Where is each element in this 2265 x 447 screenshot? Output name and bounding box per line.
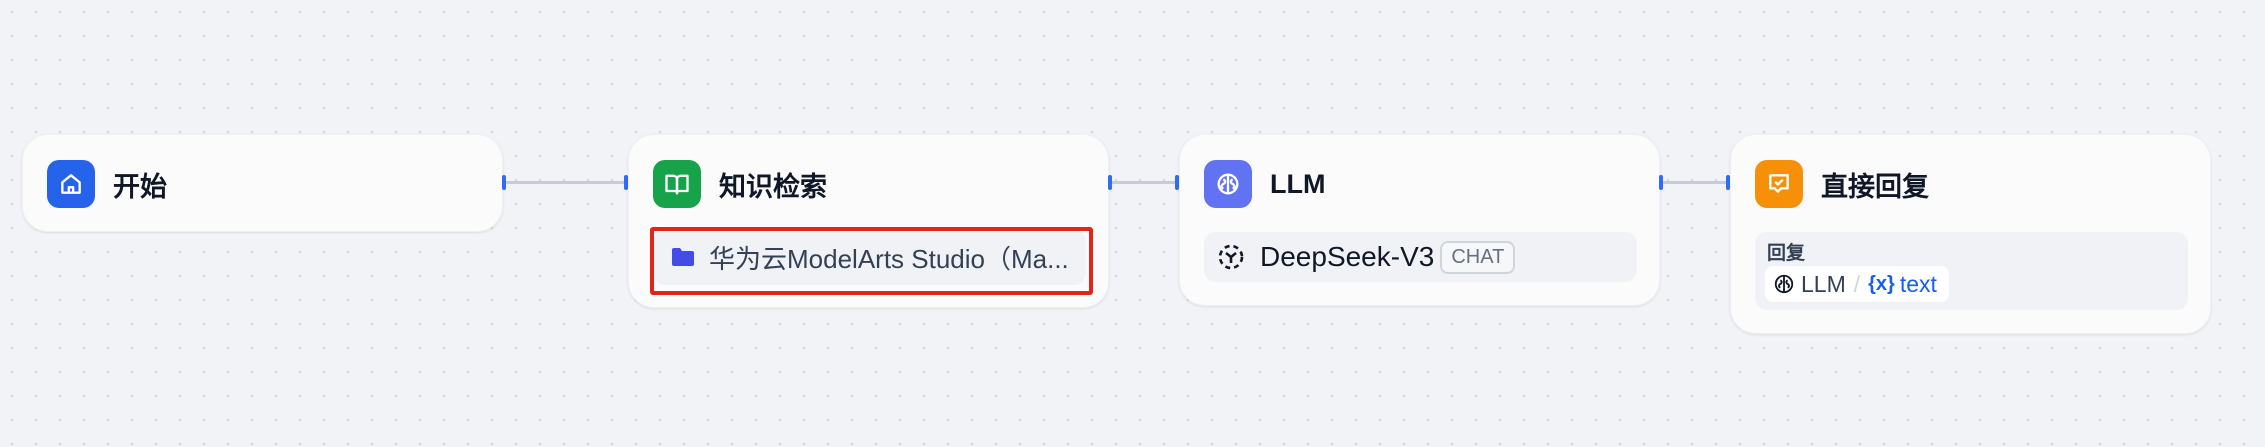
- node-title: 直接回复: [1821, 171, 1929, 202]
- input-handle[interactable]: [624, 175, 628, 190]
- brain-icon: [1204, 160, 1252, 208]
- answer-node[interactable]: 直接回复 回复 LLM / {x} text: [1730, 134, 2211, 334]
- model-name: DeepSeek-V3: [1260, 241, 1435, 272]
- output-handle[interactable]: [1108, 175, 1112, 190]
- highlight-box: [650, 227, 1093, 295]
- knowledge-retrieval-node[interactable]: 知识检索 华为云ModelArts Studio（Ma...: [628, 134, 1109, 308]
- variable-icon: {x}: [1868, 272, 1895, 295]
- reply-label: 回复: [1767, 243, 1806, 264]
- variable-node-name: LLM: [1801, 270, 1846, 297]
- input-handle[interactable]: [1175, 175, 1179, 190]
- dataset-label: 华为云ModelArts Studio（Ma...: [709, 243, 1069, 274]
- start-node-header: 开始: [47, 160, 167, 208]
- reply-box: 回复 LLM / {x} text: [1755, 232, 2188, 310]
- variable-separator: /: [1853, 270, 1861, 297]
- home-icon: [47, 160, 95, 208]
- model-selector[interactable]: DeepSeek-V3 CHAT: [1204, 232, 1637, 282]
- variable-reference[interactable]: LLM / {x} text: [1765, 266, 1949, 302]
- edge-llm-answer: [1663, 181, 1730, 184]
- node-title: 开始: [113, 171, 167, 202]
- llm-node-header: LLM: [1204, 160, 1325, 208]
- edge-knowledge-llm: [1112, 181, 1179, 184]
- input-handle[interactable]: [1726, 175, 1730, 190]
- llm-node[interactable]: LLM DeepSeek-V3 CHAT: [1179, 134, 1660, 306]
- deepseek-logo-icon: [1216, 242, 1246, 272]
- book-open-icon: [653, 160, 701, 208]
- answer-node-header: 直接回复: [1755, 160, 1929, 208]
- variable-name: text: [1899, 270, 1937, 297]
- model-mode-badge: CHAT: [1440, 240, 1516, 274]
- start-node[interactable]: 开始: [22, 134, 503, 232]
- output-handle[interactable]: [1659, 175, 1663, 190]
- dataset-item[interactable]: 华为云ModelArts Studio（Ma...: [653, 229, 1086, 285]
- node-title: 知识检索: [719, 171, 827, 202]
- output-handle[interactable]: [502, 175, 506, 190]
- folder-icon: [671, 246, 695, 268]
- node-title: LLM: [1270, 168, 1326, 199]
- edge-start-knowledge: [505, 181, 628, 184]
- reply-message-icon: [1755, 160, 1803, 208]
- brain-icon: [1773, 273, 1795, 295]
- knowledge-node-header: 知识检索: [653, 160, 827, 208]
